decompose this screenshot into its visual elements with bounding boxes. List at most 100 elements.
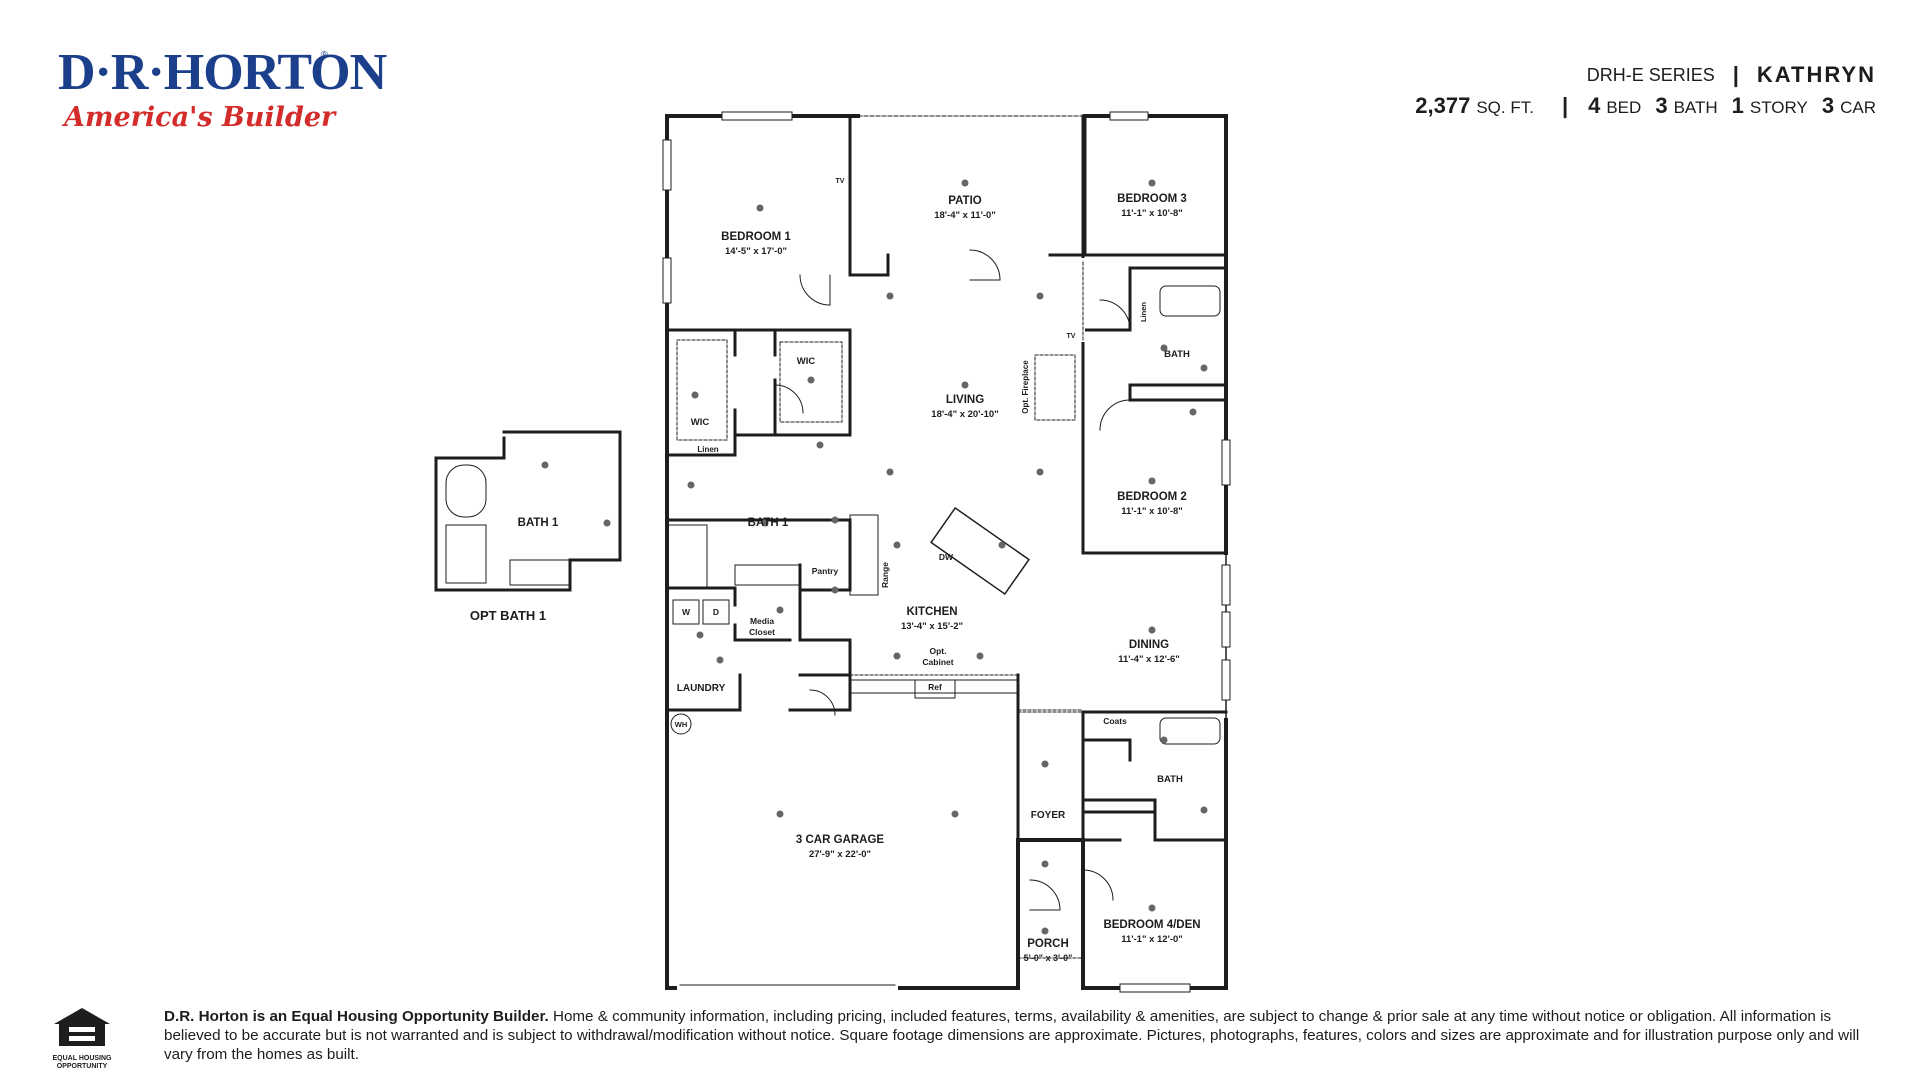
light-fixture	[1200, 806, 1208, 814]
sqft-value: 2,377	[1415, 93, 1471, 118]
equal-housing-logo: EQUAL HOUSING OPPORTUNITY	[50, 1006, 114, 1071]
garage-dims: 27'-9" x 22'-0"	[809, 849, 871, 860]
closet-rod	[676, 339, 728, 441]
bath-lower-name: BATH	[1157, 774, 1183, 785]
door-swing	[809, 689, 836, 716]
fridge	[914, 679, 956, 699]
light-fixture	[807, 376, 815, 384]
window	[1221, 659, 1231, 701]
plan-header: DRH-E SERIES | KATHRYN	[1587, 62, 1876, 88]
light-fixture	[893, 652, 901, 660]
header-separator: |	[1732, 62, 1739, 87]
light-fixture	[1148, 179, 1156, 187]
beds-unit: BED	[1606, 98, 1642, 117]
island	[930, 506, 1030, 596]
range	[849, 514, 879, 596]
tub	[1159, 285, 1221, 317]
dryer	[702, 599, 730, 625]
light-fixture	[893, 541, 901, 549]
opt-bath1-tub	[445, 464, 487, 518]
wic-right-name: WIC	[797, 356, 816, 367]
baths-value: 3	[1655, 93, 1668, 118]
stories-unit: STORY	[1749, 98, 1808, 117]
window	[1221, 439, 1231, 486]
interior-wall	[1153, 810, 1228, 842]
linen-label-bath1: Linen	[697, 445, 718, 454]
baths-unit: BATH	[1673, 98, 1718, 117]
water-heater	[670, 713, 692, 735]
equal-housing-label-2: OPPORTUNITY	[56, 1063, 108, 1070]
kitchen-name: KITCHEN	[906, 606, 957, 618]
interior-wall	[1081, 710, 1228, 990]
light-fixture	[1041, 927, 1049, 935]
garage-name: 3 CAR GARAGE	[796, 834, 885, 846]
light-fixture	[1041, 860, 1049, 868]
washer-label: W	[682, 607, 691, 617]
door-swing	[1099, 299, 1131, 331]
tv-label-living: TV	[1067, 333, 1076, 340]
drhorton-logo: D·R·HORTON ® America's Builder	[58, 44, 387, 133]
light-fixture	[541, 461, 549, 469]
patio-name: PATIO	[948, 195, 981, 207]
light-fixtures	[541, 179, 1208, 935]
disclaimer-bold: D.R. Horton is an Equal Housing Opportun…	[164, 1008, 549, 1025]
tv-label-bedroom: TV	[836, 178, 845, 185]
interior-wall	[1081, 253, 1228, 270]
bath-upper-name: BATH	[1164, 349, 1190, 360]
series-label: DRH-E SERIES	[1586, 64, 1715, 85]
interior-wall	[1128, 383, 1228, 402]
range-label: Range	[880, 562, 890, 588]
patio-dims: 18'-4" x 11'-0"	[934, 210, 996, 221]
dining-dims: 11'-4" x 12'-6"	[1118, 654, 1180, 665]
plan-name: KATHRYN	[1756, 62, 1876, 87]
window	[1109, 111, 1149, 121]
light-fixture	[976, 652, 984, 660]
opt-bath1-outline	[434, 430, 622, 592]
interior-wall	[1081, 738, 1132, 762]
specs-separator: |	[1561, 93, 1569, 118]
light-fixture	[1200, 364, 1208, 372]
light-fixture	[886, 468, 894, 476]
light-fixture	[696, 631, 704, 639]
porch-dims: 5'-0" x 3'-0"	[1024, 953, 1073, 963]
interior-wall	[665, 518, 852, 677]
disclaimer-text: Home & community information, including …	[164, 1008, 1860, 1063]
window	[1221, 611, 1231, 648]
light-fixture	[1189, 408, 1197, 416]
opt-bath1-vanity	[509, 559, 571, 586]
laundry-name: LAUNDRY	[677, 683, 726, 694]
dryer-label: D	[713, 607, 719, 617]
light-fixture	[603, 519, 611, 527]
bedroom4-dims: 11'-1" x 12'-0"	[1121, 934, 1183, 945]
light-fixture	[998, 541, 1006, 549]
light-fixture	[961, 179, 969, 187]
light-fixture	[716, 656, 724, 664]
stories-value: 1	[1731, 93, 1744, 118]
light-fixture	[687, 481, 695, 489]
light-fixture	[1036, 468, 1044, 476]
door-swing	[774, 384, 804, 414]
light-fixture	[951, 810, 959, 818]
bedroom3-dims: 11'-1" x 10'-8"	[1121, 208, 1183, 219]
equal-housing-icon	[54, 1008, 110, 1046]
dining-name: DINING	[1129, 639, 1169, 651]
bedroom2-name: BEDROOM 2	[1117, 491, 1187, 503]
interior-wall	[1081, 798, 1157, 814]
cars-value: 3	[1821, 93, 1835, 118]
legal-disclaimer: D.R. Horton is an Equal Housing Opportun…	[164, 1007, 1884, 1064]
opt-bath1-shower	[445, 524, 487, 584]
opt-bath1-caption: OPT BATH 1	[470, 608, 546, 623]
bath1-name: BATH 1	[748, 517, 789, 529]
washer	[672, 599, 700, 625]
brand-name: D·R·HORTON	[58, 44, 387, 101]
door-swing	[799, 274, 831, 306]
light-fixture	[831, 586, 839, 594]
equal-housing-label-1: EQUAL HOUSING	[52, 1055, 112, 1062]
light-fixture	[756, 204, 764, 212]
light-fixture	[1148, 477, 1156, 485]
window	[662, 257, 672, 304]
registered-mark: ®	[320, 50, 328, 61]
shower	[666, 524, 708, 588]
interior-wall	[1081, 266, 1132, 332]
plan-specs: 2,377 SQ. FT. | 4 BED 3 BATH 1 STORY 3 C…	[1415, 93, 1876, 119]
